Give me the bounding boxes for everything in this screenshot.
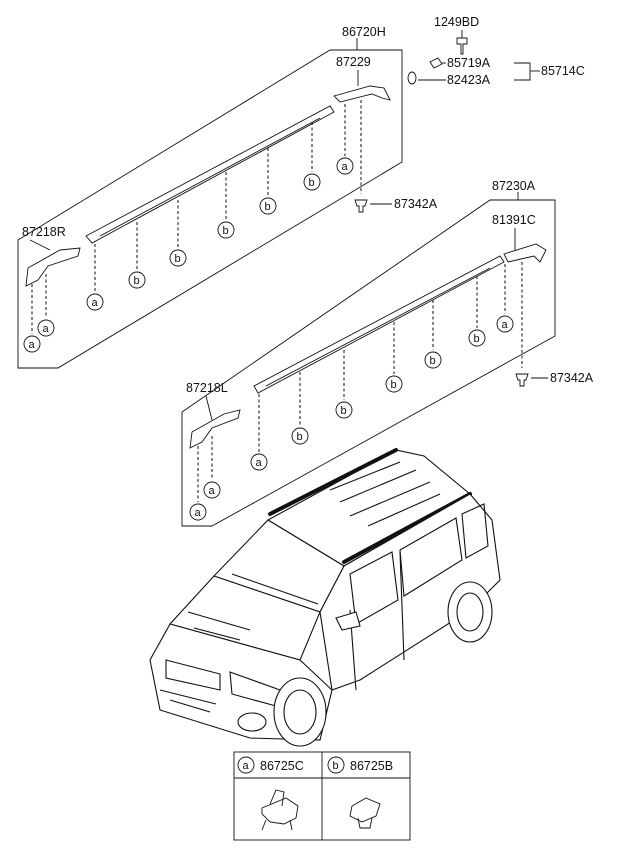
clip-b-callout xyxy=(303,173,321,191)
screw-icon xyxy=(429,57,443,69)
clip-b-callout xyxy=(424,351,442,369)
label-87342A-lower: 87342A xyxy=(550,371,594,385)
lower-rail-group: 87230A 81391C 87218L a b b b b b a xyxy=(181,179,594,527)
clip-a-callout xyxy=(189,503,207,521)
svg-text:a: a xyxy=(243,760,250,772)
upper-rail-group: 86720H 87218R 87229 a b b b b b a xyxy=(17,25,438,369)
svg-text:b: b xyxy=(391,379,397,391)
svg-text:b: b xyxy=(265,201,271,213)
svg-text:a: a xyxy=(43,323,50,335)
legend-b-circle xyxy=(327,756,345,774)
svg-text:b: b xyxy=(175,253,181,265)
upper-rear-cap xyxy=(333,85,391,103)
svg-text:b: b xyxy=(297,431,303,443)
clip-a-callout xyxy=(23,335,41,353)
label-87342A-upper: 87342A xyxy=(394,197,438,211)
clip-a-callout xyxy=(336,157,354,175)
label-1249BD: 1249BD xyxy=(434,15,479,29)
clip-b-callout xyxy=(169,249,187,267)
upper-front-cap xyxy=(25,247,81,287)
clip-b-callout xyxy=(335,401,353,419)
clip-b-callout xyxy=(291,427,309,445)
label-87230A: 87230A xyxy=(492,179,536,193)
lower-roof-rail xyxy=(253,255,505,394)
lower-clip-87342A xyxy=(515,373,529,387)
svg-text:a: a xyxy=(195,507,202,519)
svg-text:b: b xyxy=(341,405,347,417)
label-85719A: 85719A xyxy=(447,56,491,70)
svg-text:a: a xyxy=(209,485,216,497)
legend-a-part: 86725C xyxy=(260,759,304,773)
svg-text:a: a xyxy=(502,319,509,331)
clip-a-callout xyxy=(203,481,221,499)
upper-group-outline xyxy=(17,49,403,369)
label-85714C: 85714C xyxy=(541,64,585,78)
lower-group-outline xyxy=(181,199,556,527)
svg-text:b: b xyxy=(474,333,480,345)
clip-a-callout xyxy=(86,293,104,311)
washer-icon xyxy=(407,71,417,85)
clip-b-callout xyxy=(385,375,403,393)
svg-text:b: b xyxy=(333,760,339,772)
clip-b-callout xyxy=(128,271,146,289)
svg-text:a: a xyxy=(342,161,349,173)
clip-legend: a 86725C b 86725B xyxy=(233,751,411,841)
clip-a-callout xyxy=(37,319,55,337)
label-87229: 87229 xyxy=(336,55,371,69)
svg-text:a: a xyxy=(29,339,36,351)
label-87218L: 87218L xyxy=(186,381,228,395)
label-87218R: 87218R xyxy=(22,225,66,239)
clip-b-callout xyxy=(259,197,277,215)
legend-b-part: 86725B xyxy=(350,759,393,773)
upper-roof-rail xyxy=(85,105,335,244)
svg-text:a: a xyxy=(92,297,99,309)
bolt-icon xyxy=(456,37,468,55)
svg-text:b: b xyxy=(134,275,140,287)
svg-text:b: b xyxy=(309,177,315,189)
clip-b-callout xyxy=(468,329,486,347)
lower-front-cap xyxy=(189,409,241,449)
clip-86725B-icon xyxy=(349,797,381,823)
svg-text:a: a xyxy=(256,457,263,469)
legend-a-circle xyxy=(237,756,255,774)
clip-a-callout xyxy=(250,453,268,471)
upper-clip-87342A xyxy=(354,199,368,213)
label-82423A: 82423A xyxy=(447,73,491,87)
clip-86725C-icon xyxy=(261,797,299,825)
vehicle-illustration xyxy=(149,448,501,747)
svg-text:b: b xyxy=(430,355,436,367)
svg-text:b: b xyxy=(223,225,229,237)
label-81391C: 81391C xyxy=(492,213,536,227)
hardware-cluster: 1249BD 85719A 82423A 85714C xyxy=(407,15,585,87)
lower-rear-cap xyxy=(503,243,547,263)
clip-b-callout xyxy=(217,221,235,239)
label-86720H: 86720H xyxy=(342,25,386,39)
clip-a-callout xyxy=(496,315,514,333)
